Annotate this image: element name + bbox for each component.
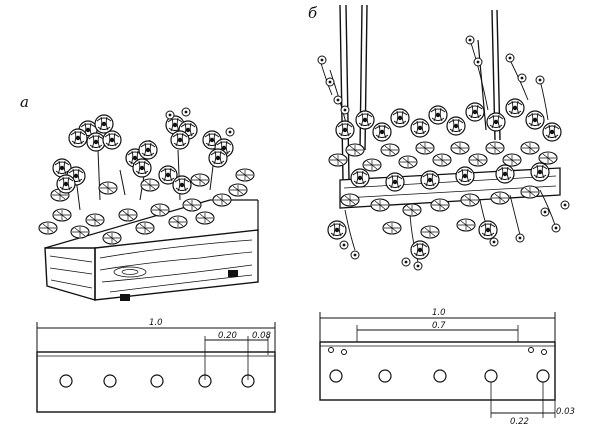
panel-b-geraniums [327, 98, 562, 260]
panel-b-label: б [308, 4, 318, 22]
panel-a-flower-box [44, 199, 259, 301]
panel-a-plank-drawing: 1.0 0.20 0.08 [36, 318, 276, 413]
panel-b-hole [433, 369, 447, 383]
panel-a-spacing-label: 0.20 [218, 331, 237, 341]
panel-b-length-label: 1.0 [432, 308, 446, 318]
panel-b-plank-drawing: 1.0 0.7 0.22 0.03 [319, 308, 575, 427]
panel-b-inner-length-label: 0.7 [432, 321, 446, 331]
panel-a-hole [150, 374, 164, 388]
panel-a-hole [59, 374, 73, 388]
panel-b-spacing-label: 0.22 [510, 417, 529, 427]
panel-b-hole [484, 369, 498, 383]
panel-a-plank [36, 351, 276, 413]
panel-b-trailing-stems [317, 35, 570, 271]
panel-a-hole [198, 374, 212, 388]
panel-a-offset-label: 0.08 [252, 331, 272, 341]
panel-b-hole [378, 369, 392, 383]
panel-b-plank [319, 341, 556, 401]
panel-a-geraniums [38, 107, 255, 245]
panel-b: б [308, 4, 575, 427]
panel-a-label: а [20, 93, 29, 111]
panel-a-hole [103, 374, 117, 388]
panel-a-length-label: 1.0 [149, 318, 163, 328]
panel-b-hole [536, 369, 550, 383]
panel-b-flower-box [339, 167, 561, 209]
panel-b-offset-label: 0.03 [556, 407, 575, 417]
panel-b-hole [329, 369, 343, 383]
panel-a: а [20, 93, 276, 413]
panel-a-hole [241, 374, 255, 388]
